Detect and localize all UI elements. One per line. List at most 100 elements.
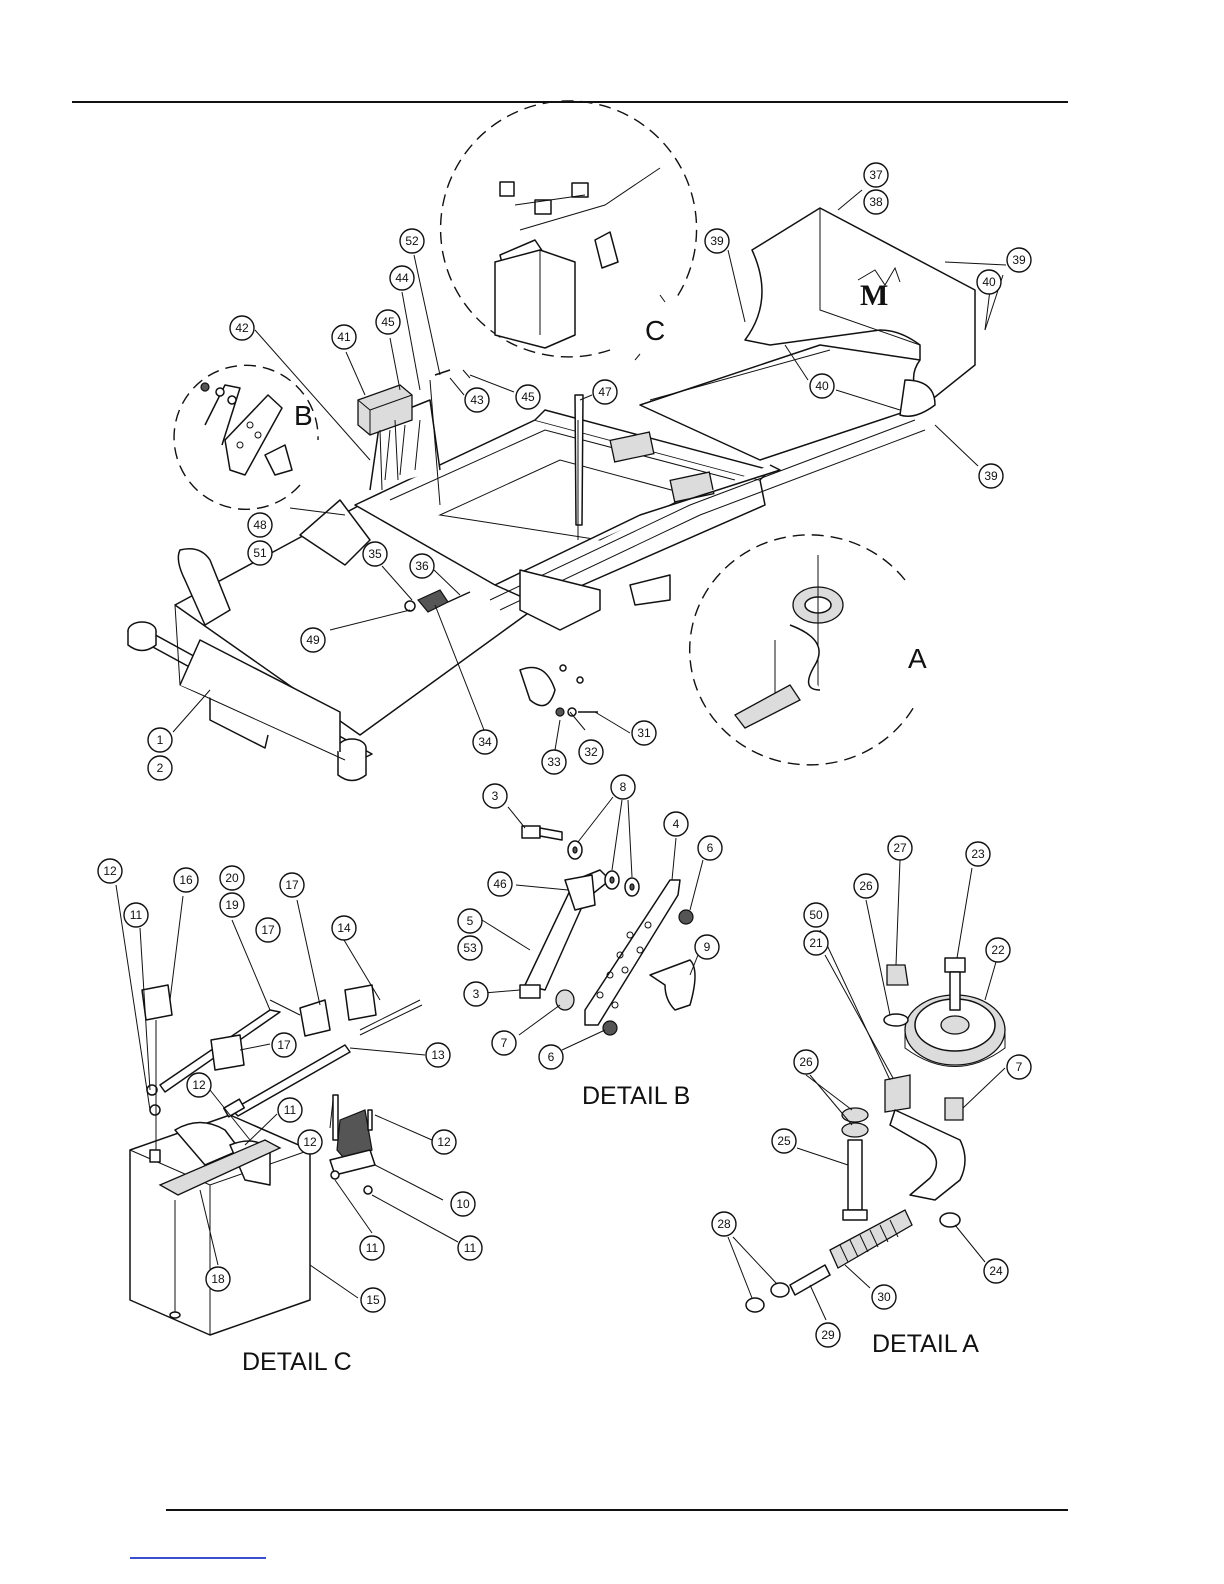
callout-16[interactable]: 16 bbox=[174, 868, 198, 892]
callout-2[interactable]: 2 bbox=[148, 756, 172, 780]
svg-text:24: 24 bbox=[989, 1264, 1003, 1278]
callout-18[interactable]: 18 bbox=[206, 1267, 230, 1291]
callout-1[interactable]: 1 bbox=[148, 728, 172, 752]
callout-34[interactable]: 34 bbox=[473, 730, 497, 754]
callout-17-a[interactable]: 17 bbox=[280, 873, 304, 897]
detail-b-title: DETAIL B bbox=[582, 1082, 690, 1110]
svg-text:32: 32 bbox=[584, 745, 598, 759]
callout-13[interactable]: 13 bbox=[426, 1043, 450, 1067]
callout-3-b[interactable]: 3 bbox=[464, 982, 488, 1006]
callout-21[interactable]: 21 bbox=[804, 931, 828, 955]
callout-8[interactable]: 8 bbox=[611, 775, 635, 799]
callout-39-left[interactable]: 39 bbox=[705, 229, 729, 253]
callout-29[interactable]: 29 bbox=[816, 1323, 840, 1347]
detail-c-title: DETAIL C bbox=[242, 1348, 352, 1376]
svg-text:11: 11 bbox=[464, 1241, 477, 1255]
callout-42[interactable]: 42 bbox=[230, 316, 254, 340]
callout-11-c[interactable]: 11 bbox=[360, 1236, 384, 1260]
svg-text:19: 19 bbox=[225, 898, 239, 912]
svg-text:13: 13 bbox=[431, 1048, 445, 1062]
callout-47[interactable]: 47 bbox=[593, 380, 617, 404]
callout-22[interactable]: 22 bbox=[986, 938, 1010, 962]
callout-11-d[interactable]: 11 bbox=[458, 1236, 482, 1260]
callout-31[interactable]: 31 bbox=[632, 721, 656, 745]
svg-text:25: 25 bbox=[777, 1134, 791, 1148]
callout-45-mid[interactable]: 45 bbox=[516, 385, 540, 409]
svg-text:30: 30 bbox=[877, 1290, 891, 1304]
callout-39-right[interactable]: 39 bbox=[1007, 248, 1031, 272]
callout-12-d[interactable]: 12 bbox=[432, 1130, 456, 1154]
svg-text:44: 44 bbox=[395, 271, 409, 285]
svg-text:22: 22 bbox=[991, 943, 1005, 957]
callout-35[interactable]: 35 bbox=[363, 542, 387, 566]
callout-50[interactable]: 50 bbox=[804, 903, 828, 927]
callout-27[interactable]: 27 bbox=[888, 836, 912, 860]
callout-7-a[interactable]: 7 bbox=[1007, 1055, 1031, 1079]
callout-12-a[interactable]: 12 bbox=[98, 859, 122, 883]
callout-25[interactable]: 25 bbox=[772, 1129, 796, 1153]
callout-4[interactable]: 4 bbox=[664, 812, 688, 836]
callout-46[interactable]: 46 bbox=[488, 872, 512, 896]
svg-text:40: 40 bbox=[982, 275, 996, 289]
callout-17-b[interactable]: 17 bbox=[256, 918, 280, 942]
callout-10[interactable]: 10 bbox=[451, 1192, 475, 1216]
callout-24[interactable]: 24 bbox=[984, 1259, 1008, 1283]
svg-text:46: 46 bbox=[493, 877, 507, 891]
svg-text:21: 21 bbox=[809, 936, 823, 950]
svg-text:28: 28 bbox=[717, 1217, 731, 1231]
svg-text:26: 26 bbox=[799, 1055, 813, 1069]
callout-28[interactable]: 28 bbox=[712, 1212, 736, 1236]
callout-51[interactable]: 51 bbox=[248, 541, 272, 565]
callout-14[interactable]: 14 bbox=[332, 916, 356, 940]
callout-37[interactable]: 37 bbox=[864, 163, 888, 187]
callout-43[interactable]: 43 bbox=[465, 388, 489, 412]
callout-17-c[interactable]: 17 bbox=[272, 1033, 296, 1057]
callout-48[interactable]: 48 bbox=[248, 513, 272, 537]
callout-19[interactable]: 19 bbox=[220, 893, 244, 917]
callout-41[interactable]: 41 bbox=[332, 325, 356, 349]
svg-text:3: 3 bbox=[492, 789, 499, 803]
callout-20[interactable]: 20 bbox=[220, 866, 244, 890]
svg-text:18: 18 bbox=[211, 1272, 225, 1286]
callout-52[interactable]: 52 bbox=[400, 229, 424, 253]
callout-30[interactable]: 30 bbox=[872, 1285, 896, 1309]
callout-7-b[interactable]: 7 bbox=[492, 1031, 516, 1055]
svg-text:17: 17 bbox=[285, 878, 299, 892]
callout-40-right[interactable]: 40 bbox=[977, 270, 1001, 294]
callout-3-a[interactable]: 3 bbox=[483, 784, 507, 808]
callout-49[interactable]: 49 bbox=[301, 628, 325, 652]
svg-text:39: 39 bbox=[1012, 253, 1026, 267]
callout-53[interactable]: 53 bbox=[458, 936, 482, 960]
callout-12-c[interactable]: 12 bbox=[298, 1130, 322, 1154]
callout-6-b[interactable]: 6 bbox=[539, 1045, 563, 1069]
svg-text:12: 12 bbox=[303, 1135, 317, 1149]
callout-40-mid[interactable]: 40 bbox=[810, 374, 834, 398]
callout-32[interactable]: 32 bbox=[579, 740, 603, 764]
callout-38[interactable]: 38 bbox=[864, 190, 888, 214]
svg-text:31: 31 bbox=[637, 726, 651, 740]
callout-26-b[interactable]: 26 bbox=[794, 1050, 818, 1074]
inset-b-letter: B bbox=[294, 400, 313, 431]
svg-text:8: 8 bbox=[620, 780, 627, 794]
svg-text:36: 36 bbox=[415, 559, 429, 573]
callout-33[interactable]: 33 bbox=[542, 750, 566, 774]
svg-text:5: 5 bbox=[467, 914, 474, 928]
callout-39-bottom[interactable]: 39 bbox=[979, 464, 1003, 488]
callout-5[interactable]: 5 bbox=[458, 909, 482, 933]
svg-text:35: 35 bbox=[368, 547, 382, 561]
callout-9[interactable]: 9 bbox=[695, 935, 719, 959]
callout-23[interactable]: 23 bbox=[966, 842, 990, 866]
svg-text:4: 4 bbox=[673, 817, 680, 831]
callout-11-a[interactable]: 11 bbox=[124, 903, 148, 927]
callout-45-top[interactable]: 45 bbox=[376, 310, 400, 334]
callout-36[interactable]: 36 bbox=[410, 554, 434, 578]
callout-26-a[interactable]: 26 bbox=[854, 874, 878, 898]
callout-12-b[interactable]: 12 bbox=[187, 1073, 211, 1097]
idler-arm bbox=[890, 1110, 965, 1200]
svg-text:6: 6 bbox=[707, 841, 714, 855]
callout-6-a[interactable]: 6 bbox=[698, 836, 722, 860]
callout-44[interactable]: 44 bbox=[390, 266, 414, 290]
callout-15[interactable]: 15 bbox=[361, 1288, 385, 1312]
callout-11-b[interactable]: 11 bbox=[278, 1098, 302, 1122]
